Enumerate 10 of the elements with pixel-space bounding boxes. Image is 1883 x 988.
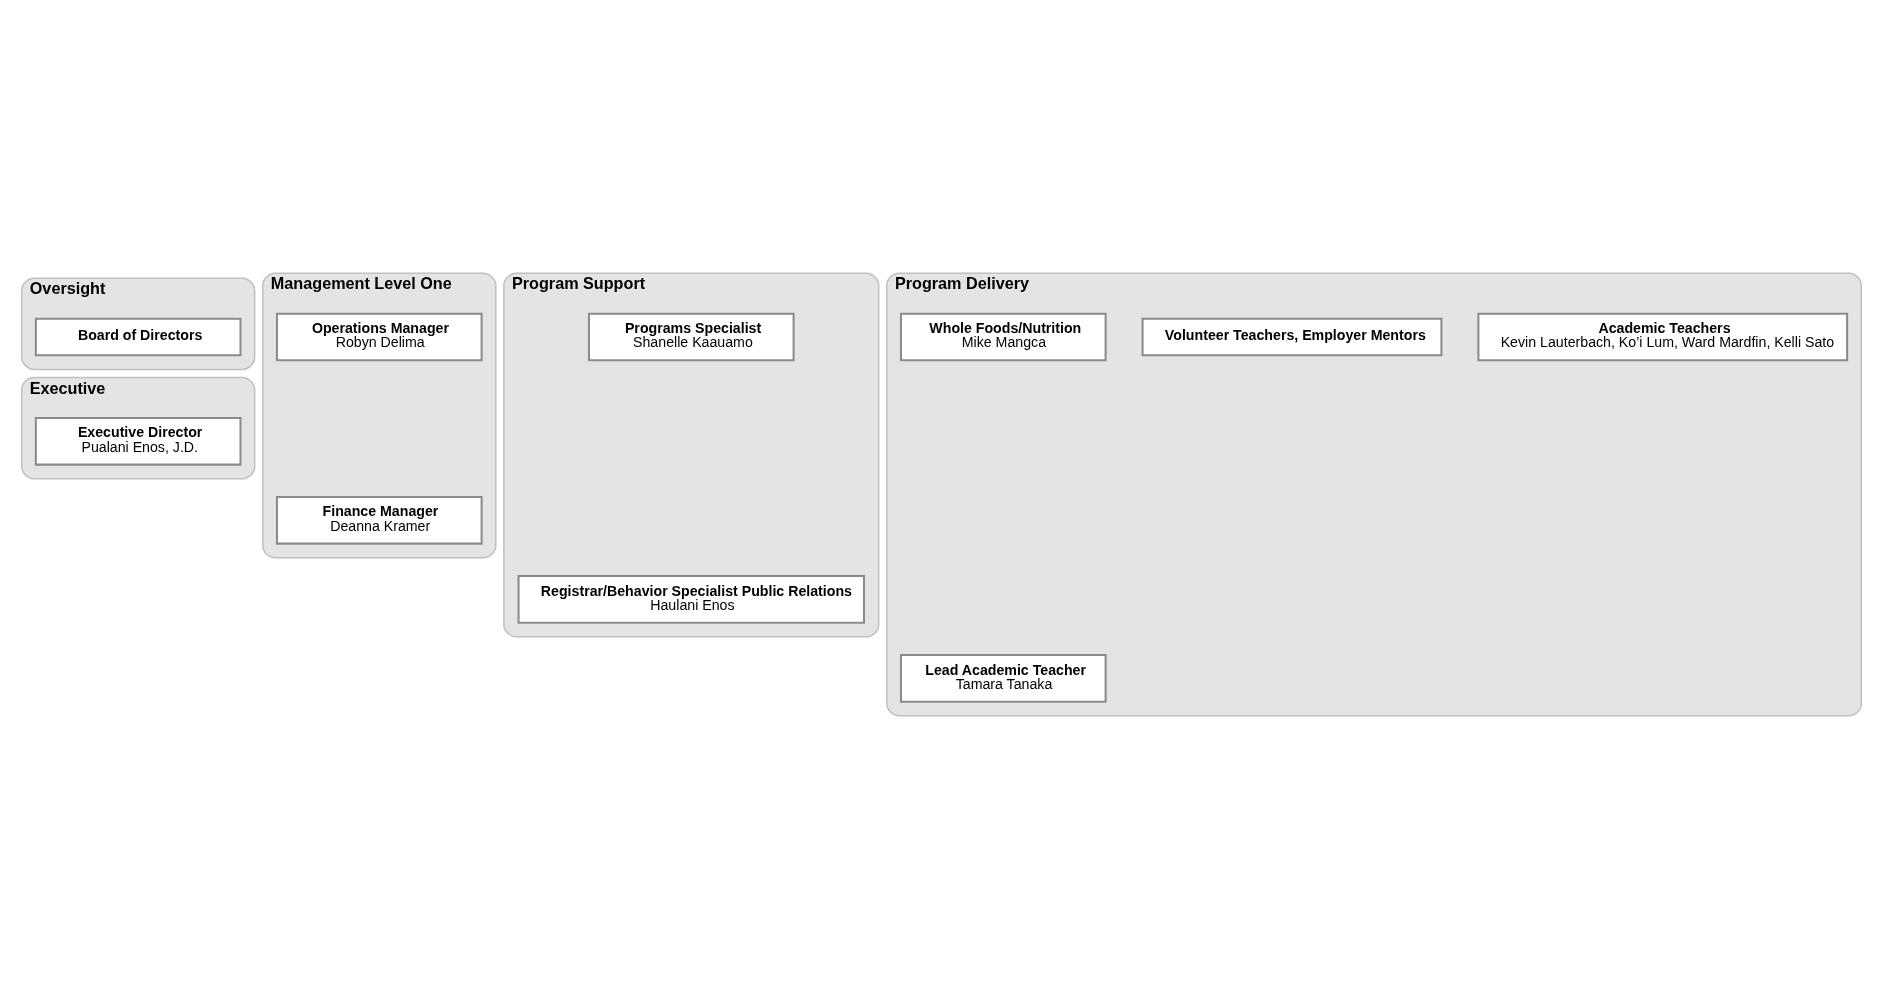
node-box: Academic Teachers Kevin Lauterbach, Ko’i Lum, Ward Mardfin, Kelli Sato — [1477, 312, 1849, 361]
node-box: Operations Manager Robyn Delima — [275, 312, 483, 361]
node-box: Lead Academic Teacher Tamara Tanaka — [899, 653, 1107, 703]
node-box: Programs Specialist Shanelle Kaauamo — [587, 312, 795, 361]
node-box: Volunteer Teachers, Employer Mentors — [1141, 317, 1443, 356]
node-box: Registrar/Behavior Specialist Public Relations Haulani Enos — [517, 574, 865, 624]
node-box: Board of Directors — [34, 317, 242, 356]
node-box: Whole Foods/Nutrition Mike Mangca — [899, 312, 1107, 361]
node-box: Finance Manager Deanna Kramer — [275, 495, 483, 545]
node-box: Executive Director Pualani Enos, J.D. — [34, 416, 242, 466]
